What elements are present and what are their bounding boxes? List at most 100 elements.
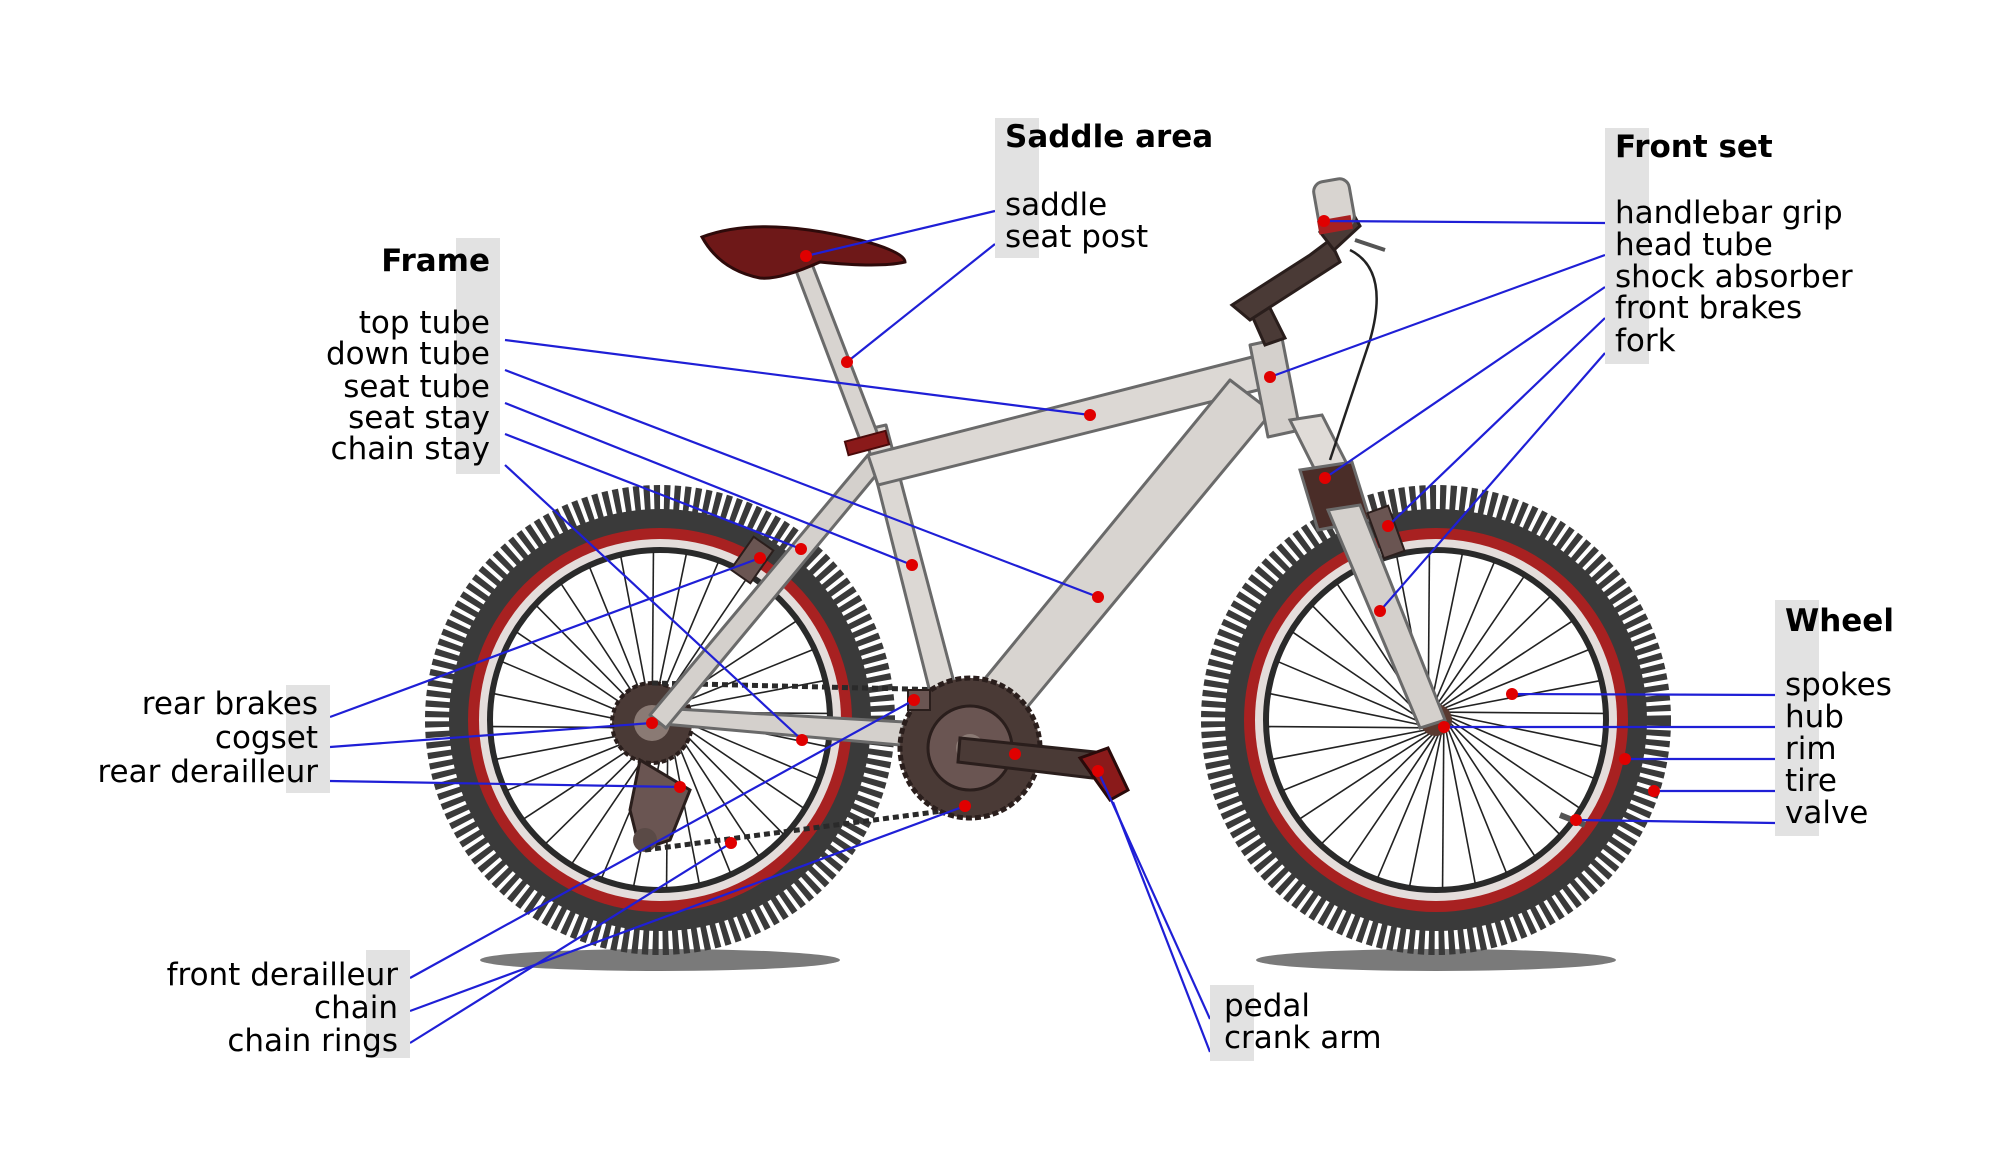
spoke bbox=[1438, 596, 1551, 707]
label-top-tube: top tube bbox=[358, 305, 490, 341]
marker-valve bbox=[1570, 814, 1582, 826]
rear-group: rear brakes cogset rear derailleur bbox=[30, 685, 330, 793]
front-brakes-shape bbox=[1366, 504, 1406, 560]
marker-seat-post bbox=[841, 356, 853, 368]
label-tire: tire bbox=[1785, 763, 1837, 799]
spoke bbox=[1269, 692, 1424, 727]
marker-handlebar-grip bbox=[1318, 215, 1330, 227]
spoke bbox=[1268, 725, 1425, 729]
label-seat-post: seat post bbox=[1005, 219, 1149, 255]
marker-rear-brakes bbox=[754, 552, 766, 564]
marker-head-tube bbox=[1264, 371, 1276, 383]
saddle-area-title: Saddle area bbox=[1005, 119, 1214, 155]
marker-fork bbox=[1374, 605, 1386, 617]
label-valve: valve bbox=[1785, 795, 1869, 831]
spoke bbox=[1449, 719, 1580, 809]
chain-shape bbox=[644, 680, 951, 853]
label-saddle: saddle bbox=[1005, 187, 1108, 223]
label-front-derailleur: front derailleur bbox=[166, 957, 398, 993]
spoke bbox=[1432, 562, 1495, 707]
marker-rear-derailleur bbox=[674, 781, 686, 793]
marker-chain bbox=[725, 837, 737, 849]
spoke bbox=[1435, 576, 1525, 707]
spoke bbox=[1441, 731, 1445, 888]
spoke bbox=[1377, 733, 1440, 878]
frame-group: Frame top tube down tube seat tube seat … bbox=[300, 238, 500, 474]
label-shock-absorber: shock absorber bbox=[1615, 259, 1853, 295]
marker-rim bbox=[1619, 753, 1631, 765]
label-hub: hub bbox=[1785, 699, 1844, 735]
label-spokes: spokes bbox=[1785, 667, 1892, 703]
label-chain-rings: chain rings bbox=[227, 1023, 398, 1059]
marker-seat-stay bbox=[795, 543, 807, 555]
marker-front-brakes bbox=[1382, 520, 1394, 532]
label-chain-stay: chain stay bbox=[330, 431, 490, 467]
spoke bbox=[1443, 648, 1589, 710]
marker-crank-arm bbox=[1009, 748, 1021, 760]
marker-spokes bbox=[1506, 688, 1518, 700]
label-rear-brakes: rear brakes bbox=[141, 686, 318, 722]
spoke bbox=[1283, 730, 1429, 792]
marker-seat-tube bbox=[906, 559, 918, 571]
spoke bbox=[1429, 553, 1464, 708]
marker-pedal bbox=[1092, 765, 1104, 777]
marker-cogset bbox=[646, 717, 658, 729]
label-handlebar-grip: handlebar grip bbox=[1615, 195, 1843, 231]
saddle-area-group: Saddle area saddle seat post bbox=[995, 118, 1225, 258]
spoke bbox=[1347, 733, 1437, 864]
label-seat-stay: seat stay bbox=[348, 400, 490, 436]
pedal-shape bbox=[1077, 746, 1130, 802]
spoke bbox=[653, 553, 688, 708]
label-rear-derailleur: rear derailleur bbox=[97, 754, 318, 790]
frame-title: Frame bbox=[381, 243, 490, 279]
part-markers bbox=[646, 215, 1660, 849]
spoke bbox=[1321, 733, 1434, 844]
drive-group: front derailleur chain chain rings bbox=[110, 950, 410, 1058]
spoke bbox=[1446, 727, 1508, 873]
fork-shape bbox=[1287, 413, 1447, 730]
spoke bbox=[673, 719, 804, 809]
rear-wheel-shadow bbox=[480, 949, 840, 971]
spoke bbox=[1448, 713, 1603, 748]
marker-saddle bbox=[800, 250, 812, 262]
wheel-group: Wheel spokes hub rim tire valve bbox=[1775, 600, 1955, 836]
marker-front-derailleur bbox=[908, 694, 920, 706]
spoke bbox=[1445, 729, 1476, 884]
marker-tire bbox=[1648, 785, 1660, 797]
spoke bbox=[1272, 729, 1427, 760]
crank-arm-shape bbox=[956, 736, 1097, 780]
spoke bbox=[1445, 680, 1600, 711]
marker-down-tube bbox=[1092, 591, 1104, 603]
front-set-group: Front set handlebar grip head tube shock… bbox=[1605, 128, 1875, 364]
label-down-tube: down tube bbox=[325, 336, 490, 372]
spoke bbox=[673, 722, 784, 835]
spoke bbox=[1312, 605, 1423, 718]
spoke bbox=[1408, 732, 1443, 887]
spoke bbox=[1447, 711, 1604, 715]
marker-top-tube bbox=[1084, 409, 1096, 421]
marker-chain-rings bbox=[959, 800, 971, 812]
spoke bbox=[672, 724, 760, 857]
wheel-title: Wheel bbox=[1785, 603, 1894, 639]
label-cogset: cogset bbox=[214, 720, 318, 756]
marker-hub bbox=[1438, 721, 1450, 733]
spoke bbox=[1299, 732, 1432, 820]
marker-chain-stay bbox=[796, 734, 808, 746]
label-seat-tube: seat tube bbox=[343, 369, 490, 405]
leader-lines bbox=[329, 209, 1776, 1053]
label-rim: rim bbox=[1785, 731, 1837, 767]
spoke bbox=[1278, 661, 1423, 724]
front-set-title: Front set bbox=[1615, 129, 1773, 165]
label-head-tube: head tube bbox=[1615, 227, 1773, 263]
spoke bbox=[1449, 722, 1560, 835]
spoke bbox=[1440, 620, 1573, 708]
label-front-brakes: front brakes bbox=[1615, 290, 1803, 326]
label-pedal: pedal bbox=[1224, 988, 1311, 1024]
pedal-group: pedal crank arm bbox=[1210, 985, 1440, 1061]
spoke bbox=[1448, 724, 1536, 857]
seat-post-shape bbox=[792, 262, 891, 457]
front-wheel-shadow bbox=[1256, 949, 1616, 971]
frame-shape bbox=[648, 336, 1302, 747]
spoke bbox=[1292, 631, 1423, 721]
